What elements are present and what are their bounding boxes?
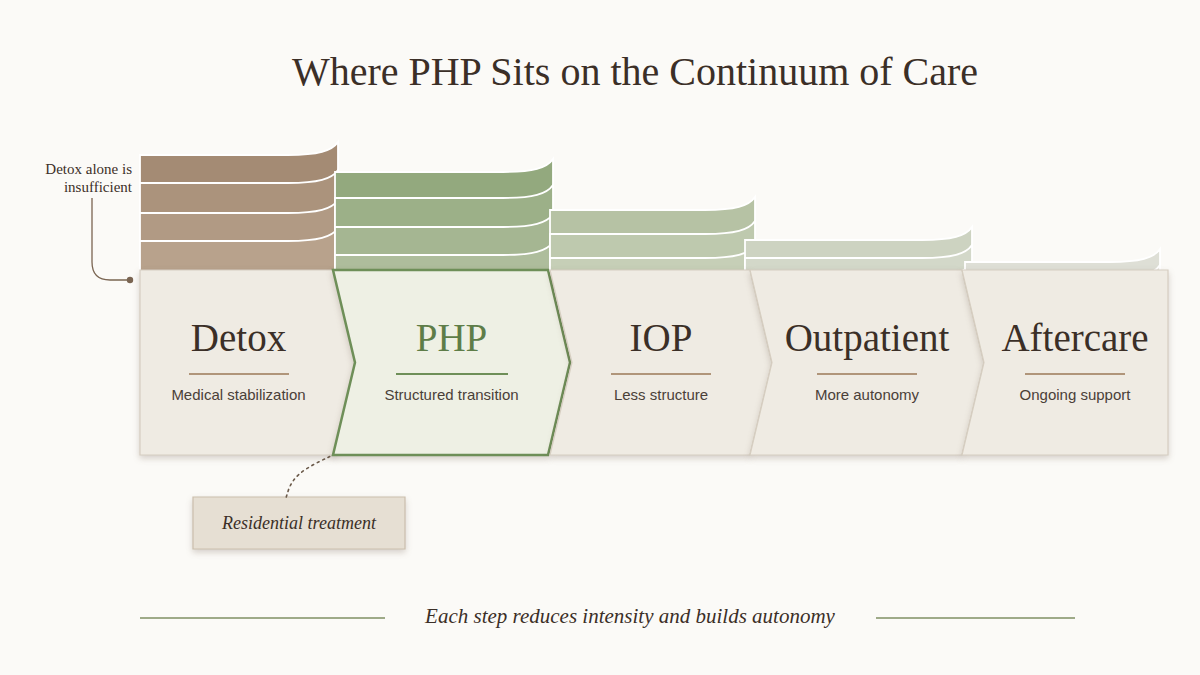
heading-rule bbox=[189, 373, 289, 375]
node-shape bbox=[140, 270, 357, 455]
stage-name: IOP bbox=[578, 317, 744, 360]
node-shape bbox=[750, 270, 984, 455]
caption-rule bbox=[140, 617, 385, 619]
stage-name: Aftercare bbox=[990, 317, 1160, 360]
heading-rule bbox=[1025, 373, 1125, 375]
node-outline bbox=[550, 270, 772, 455]
callout-note: Detox alone is insufficient bbox=[22, 160, 132, 196]
stage-description: Ongoing support bbox=[990, 386, 1160, 404]
stage-name: Outpatient bbox=[778, 317, 956, 360]
stage-description: Structured transition bbox=[361, 386, 542, 404]
leader-dot bbox=[127, 277, 133, 283]
stage-card: OutpatientMore autonomy bbox=[750, 270, 984, 455]
stage-name: PHP bbox=[361, 317, 542, 360]
heading-rule bbox=[817, 373, 917, 375]
stage-description: Less structure bbox=[578, 386, 744, 404]
stage-description: Medical stabilization bbox=[148, 386, 329, 404]
tag-box: Residential treatment bbox=[193, 497, 405, 549]
diagram-caption: Each step reduces intensity and builds a… bbox=[390, 604, 870, 629]
node-outline bbox=[962, 270, 1168, 455]
diagram-title: Where PHP Sits on the Continuum of Care bbox=[100, 48, 1170, 95]
stage-name: Detox bbox=[148, 317, 329, 360]
node-shape bbox=[193, 497, 405, 549]
node-outline bbox=[140, 270, 357, 455]
stage-card: PHP Structured transition bbox=[333, 270, 570, 455]
stage-description: More autonomy bbox=[778, 386, 956, 404]
stage-card: IOP Less structure bbox=[550, 270, 772, 455]
node-outline bbox=[333, 270, 570, 455]
node-outline bbox=[750, 270, 984, 455]
stage-card: DetoxMedical stabilization bbox=[140, 270, 357, 455]
stage-card: AftercareOngoing support bbox=[962, 270, 1168, 455]
node-shape bbox=[333, 270, 570, 455]
caption-rule bbox=[876, 617, 1075, 619]
heading-rule bbox=[611, 373, 711, 375]
node-shape bbox=[550, 270, 772, 455]
leader-line bbox=[92, 198, 127, 280]
tag-text: Residential treatment bbox=[193, 513, 405, 534]
heading-rule bbox=[396, 373, 508, 375]
dotted-connector bbox=[286, 455, 333, 497]
node-shape bbox=[962, 270, 1168, 455]
